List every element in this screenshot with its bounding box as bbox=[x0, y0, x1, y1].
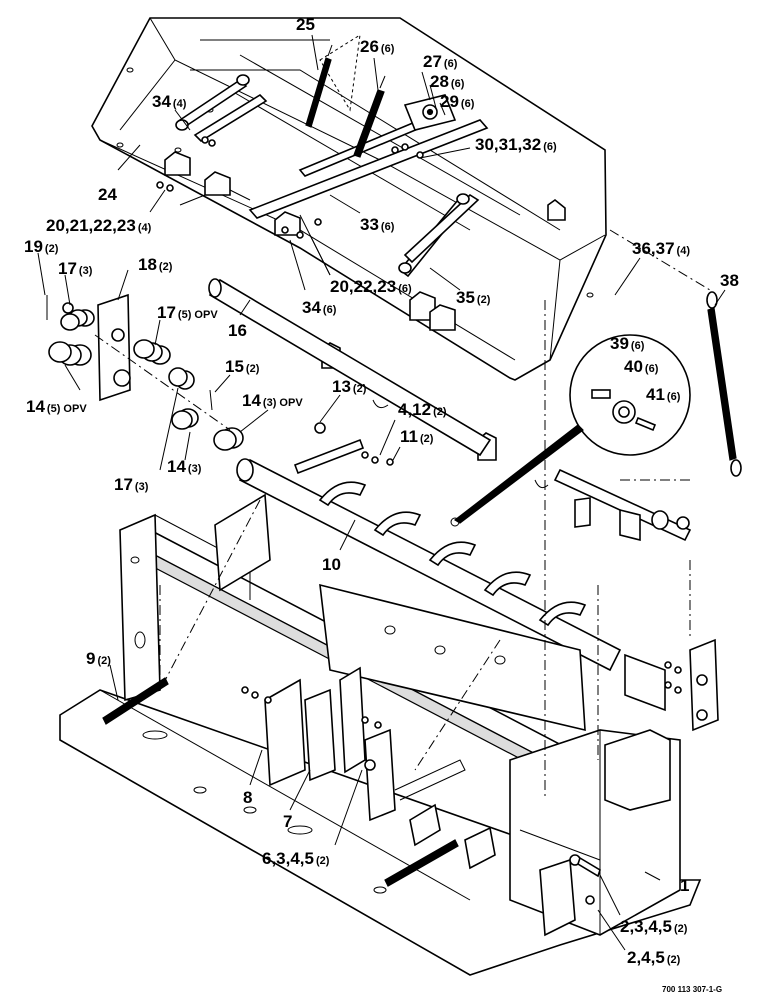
callout-17-opv: 17(5) OPV bbox=[157, 303, 218, 322]
callout-41: 41(6) bbox=[646, 385, 681, 404]
callout-24: 24 bbox=[98, 185, 117, 204]
callout-8: 8 bbox=[243, 788, 252, 807]
callout-25: 25 bbox=[296, 15, 315, 34]
callout-38: 38 bbox=[720, 271, 739, 290]
callout-28: 28(6) bbox=[430, 72, 465, 91]
callout-17-bottom: 17(3) bbox=[114, 475, 149, 494]
callout-11: 11(2) bbox=[400, 427, 434, 446]
detail-magnifier bbox=[450, 334, 691, 527]
callout-10: 10 bbox=[322, 555, 341, 574]
callout-1: 1 bbox=[680, 876, 689, 895]
callout-16: 16 bbox=[228, 321, 247, 340]
callout-39: 39(6) bbox=[610, 334, 645, 353]
callout-18: 18(2) bbox=[138, 255, 173, 274]
callout-17-top: 17(3) bbox=[58, 259, 93, 278]
callout-14-opv-left: 14(5) OPV bbox=[26, 397, 87, 416]
spring-38 bbox=[706, 291, 742, 477]
callout-14-opv-mid: 14(3) OPV bbox=[242, 391, 303, 410]
left-spring-stack bbox=[46, 293, 244, 451]
callout-29: 29(6) bbox=[440, 92, 475, 111]
callout-7: 7 bbox=[283, 812, 292, 831]
leader-lines bbox=[37, 34, 726, 951]
callout-36-37: 36,37(4) bbox=[632, 239, 690, 258]
upper-pan-assembly bbox=[91, 17, 607, 489]
callout-34-upper: 34(4) bbox=[152, 92, 187, 111]
callout-2-3-4-5: 2,3,4,5(2) bbox=[620, 917, 688, 936]
callout-34-lower: 34(6) bbox=[302, 298, 337, 317]
callout-20-22-23: 20,22,23(6) bbox=[330, 277, 412, 296]
callout-27: 27(6) bbox=[423, 52, 458, 71]
callout-labels: 25 26(6) 27(6) 28(6) 29(6) 34(4) 30,31,3… bbox=[24, 15, 739, 994]
callout-14-three: 14(3) bbox=[167, 457, 202, 476]
main-frame bbox=[59, 229, 719, 976]
callout-35: 35(2) bbox=[456, 288, 491, 307]
callout-19: 19(2) bbox=[24, 237, 59, 256]
drawing-code: 700 113 307-1-G bbox=[662, 985, 722, 994]
callout-13: 13(2) bbox=[332, 377, 367, 396]
callout-33: 33(6) bbox=[360, 215, 395, 234]
callout-9: 9(2) bbox=[86, 649, 111, 668]
callout-30-31-32: 30,31,32(6) bbox=[475, 135, 557, 154]
roller-shafts bbox=[208, 278, 692, 672]
callout-40: 40(6) bbox=[624, 357, 659, 376]
callout-15: 15(2) bbox=[225, 357, 260, 376]
callout-2-4-5: 2,4,5(2) bbox=[627, 948, 681, 967]
callout-20-21-22-23: 20,21,22,23(4) bbox=[46, 216, 152, 235]
callout-4-12: 4,12(2) bbox=[398, 400, 447, 419]
callout-6-3-4-5: 6,3,4,5(2) bbox=[262, 849, 330, 868]
callout-26: 26(6) bbox=[360, 37, 395, 56]
